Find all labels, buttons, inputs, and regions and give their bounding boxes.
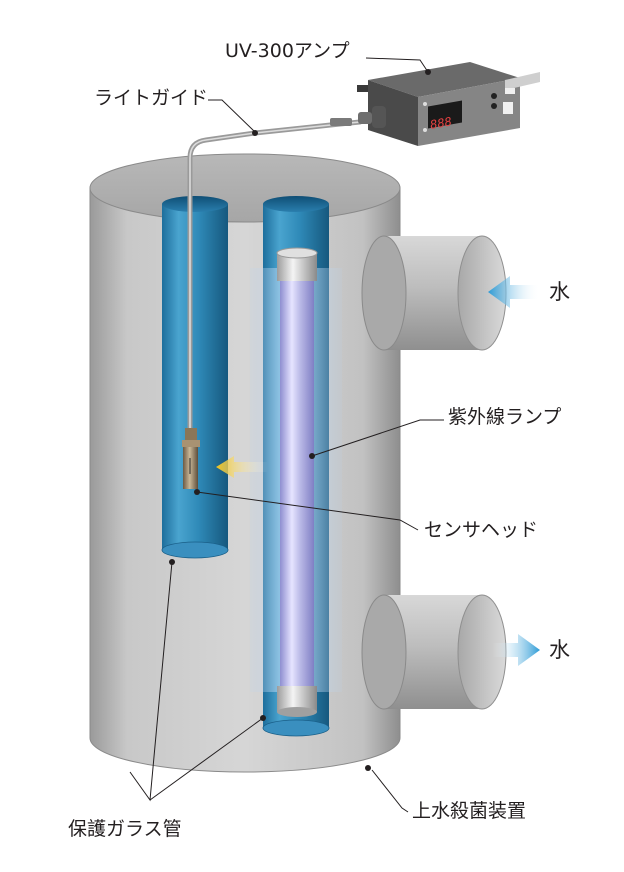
leader-sensor-head xyxy=(196,491,419,531)
label-amplifier: UV-300アンプ xyxy=(225,40,350,62)
leader-uv-lamp xyxy=(311,419,444,457)
label-water-in: 水 xyxy=(549,280,570,304)
uv300-amplifier: 888 xyxy=(357,62,540,146)
cable-connector xyxy=(330,118,352,126)
uv-lamp xyxy=(276,247,318,717)
label-water-out: 水 xyxy=(549,638,570,662)
leader-lines xyxy=(129,57,444,813)
uv-light-arrow xyxy=(216,456,268,478)
sensor-glass-tube xyxy=(161,196,229,559)
label-sensor-head: センサヘッド xyxy=(424,519,539,541)
label-uv-lamp: 紫外線ランプ xyxy=(448,406,562,428)
light-guide-highlight xyxy=(189,121,361,439)
leader-amplifier xyxy=(365,57,429,73)
svg-text:888: 888 xyxy=(430,114,452,132)
water-in-arrow xyxy=(488,276,540,308)
label-light-guide: ライトガイド xyxy=(94,87,209,109)
leader-glass-tube-right xyxy=(149,717,264,801)
label-glass-tube: 保護ガラス管 xyxy=(68,818,182,840)
sensor-head xyxy=(182,428,200,489)
water-outlet-pipe xyxy=(361,594,507,710)
water-inlet-pipe xyxy=(361,235,507,351)
leader-light-guide xyxy=(208,99,256,133)
water-out-arrow xyxy=(492,634,540,666)
label-sterilizer: 上水殺菌装置 xyxy=(412,800,527,822)
leader-dots xyxy=(169,69,431,771)
leader-sterilizer xyxy=(371,769,409,813)
